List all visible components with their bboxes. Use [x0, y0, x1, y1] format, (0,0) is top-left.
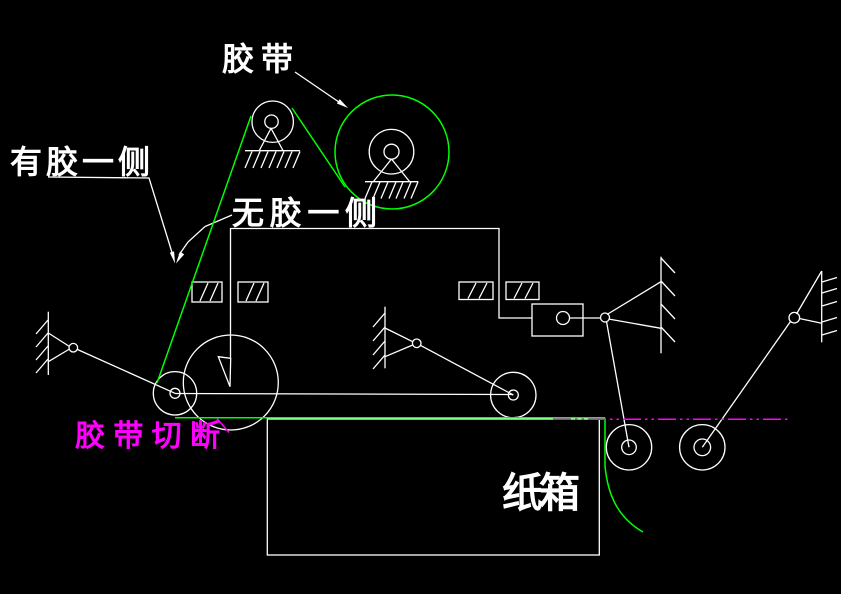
guide-block — [191, 281, 223, 303]
tape-roll-outline — [334, 94, 450, 210]
rocker-pivot — [788, 311, 801, 324]
guide-pulley-wheel — [251, 100, 295, 144]
tape-label-leader — [294, 71, 345, 107]
knife-blade — [217, 355, 232, 387]
cutter-wheel — [182, 334, 279, 431]
fixed-support-middle — [372, 306, 422, 370]
non-adhesive-leader-arrow — [176, 251, 185, 264]
tape-path — [156, 94, 644, 533]
leader-arrowheads — [169, 99, 348, 264]
support-hatch — [660, 257, 676, 343]
tape-run-down — [156, 115, 252, 384]
tape-cut-leader — [216, 418, 230, 433]
tape-leader-arrow — [336, 99, 348, 108]
actuator-pin — [555, 310, 571, 326]
press-roller-right-hub — [693, 438, 712, 457]
press-rollers — [605, 423, 726, 471]
link-to-press-roller-right — [701, 321, 792, 448]
support-bracket — [384, 327, 413, 358]
actuator-box — [531, 303, 611, 337]
guide-block-hatch — [467, 282, 488, 299]
fixed-support-right-inner — [606, 256, 676, 354]
lever-arm-middle — [420, 344, 514, 396]
tape-cut-label: 胶带切断 — [75, 419, 220, 454]
adhesive-side-label: 有胶一侧 — [10, 143, 150, 181]
tape-head — [152, 334, 537, 431]
guide-block-hatch — [513, 282, 534, 299]
support-hatch — [35, 319, 49, 374]
tape-run-from-roll — [291, 107, 346, 188]
tape-head-bar — [174, 392, 514, 396]
lever-pivot-middle — [411, 338, 422, 349]
adhesive-leader-arrow — [169, 251, 175, 264]
lever-pivot-left — [68, 342, 79, 353]
guide-block — [458, 281, 494, 301]
link-to-press-roller-left — [605, 321, 630, 448]
tape-roll-stand — [372, 158, 411, 182]
support-hatch — [372, 312, 386, 370]
support-hatch — [821, 276, 838, 336]
fixed-support-right-outer — [788, 270, 838, 343]
tape-roll-ground-hatch — [364, 181, 419, 199]
lever-arm-left — [76, 348, 176, 394]
cutter-frame-lines — [229, 227, 532, 358]
guide-block-hatch — [199, 282, 219, 302]
tape-roll-hub-center — [383, 143, 400, 160]
magenta-annotations — [216, 418, 790, 433]
carton-box — [266, 418, 600, 556]
rod-guides — [191, 281, 540, 303]
guide-block-hatch — [245, 282, 265, 302]
bellcrank-pivot — [599, 312, 611, 323]
non-adhesive-side-leader — [178, 214, 233, 256]
guide-block — [505, 281, 540, 301]
guide-pulley — [244, 100, 301, 169]
press-roller-left-hub — [621, 439, 637, 456]
carton-label: 纸箱 — [502, 469, 580, 517]
press-roller-left — [605, 423, 653, 471]
guide-block — [237, 281, 269, 303]
cutter-frame — [217, 227, 532, 387]
guide-pulley-stand — [258, 127, 284, 151]
fixed-support-left — [35, 311, 79, 375]
support-bracket — [606, 281, 662, 329]
tape-roll-wheel — [368, 128, 415, 175]
press-roller-right — [678, 423, 726, 471]
tape-roll-hub — [364, 128, 419, 199]
support-bracket — [795, 270, 823, 324]
guide-pulley-hub — [264, 114, 279, 130]
guide-pulley-ground-hatch — [244, 151, 301, 169]
support-bracket — [47, 332, 70, 363]
actuator-housing — [531, 303, 584, 337]
tape-label: 胶带 — [222, 40, 293, 78]
non-adhesive-side-label: 无胶一侧 — [232, 194, 377, 232]
white-linework — [35, 71, 838, 556]
adhesive-side-leader — [47, 176, 173, 253]
tape-tail-on-carton — [604, 417, 644, 533]
